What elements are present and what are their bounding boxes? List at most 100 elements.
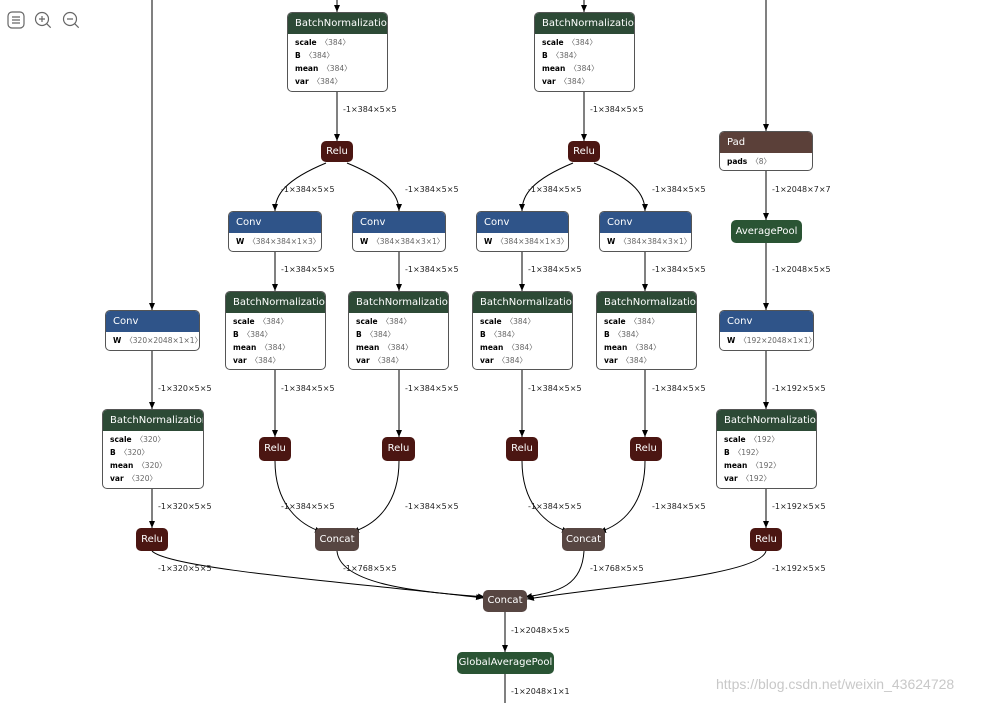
attribute-value: 〈384〉 xyxy=(373,356,403,365)
attribute-name: B xyxy=(356,330,362,339)
node-relu-4[interactable]: Relu xyxy=(630,437,662,461)
node-attribute: scale〈384〉 xyxy=(356,315,441,328)
node-attribute: scale〈384〉 xyxy=(480,315,565,328)
node-attributes: scale〈192〉B〈192〉mean〈192〉var〈192〉 xyxy=(717,431,816,488)
attribute-value: 〈384〉 xyxy=(551,51,582,60)
attribute-name: scale xyxy=(604,317,626,326)
attribute-value: 〈384〉 xyxy=(567,38,597,47)
attribute-name: W xyxy=(236,237,245,246)
attribute-value: 〈384〉 xyxy=(383,343,413,352)
node-concat-main[interactable]: Concat xyxy=(483,590,527,612)
node-concat-a[interactable]: Concat xyxy=(315,528,359,551)
edge-label: -1×2048×5×5 xyxy=(511,626,570,635)
node-attribute: W〈384×384×3×1〉 xyxy=(607,235,691,248)
edge-relu3-cat xyxy=(521,460,570,533)
edge-relul-main xyxy=(151,550,484,601)
node-title: BatchNormalization xyxy=(535,13,634,34)
edge-relub-conv4 xyxy=(593,162,648,212)
node-attribute: scale〈384〉 xyxy=(233,315,318,328)
node-attributes: W〈384×384×3×1〉 xyxy=(600,233,691,251)
node-attribute: var〈384〉 xyxy=(604,354,689,367)
attribute-name: scale xyxy=(110,435,132,444)
node-concat-b[interactable]: Concat xyxy=(562,528,605,551)
attribute-name: mean xyxy=(724,461,748,470)
node-pad[interactable]: Pad pads〈8〉 xyxy=(719,131,813,171)
node-globalaveragepool[interactable]: GlobalAveragePool xyxy=(457,652,554,674)
node-attribute: W〈384×384×1×3〉 xyxy=(484,235,568,248)
edge-label: -1×192×5×5 xyxy=(772,564,826,573)
edge-label: -1×384×5×5 xyxy=(528,502,582,511)
attribute-value: 〈384×384×1×3〉 xyxy=(496,237,569,246)
node-relu-2[interactable]: Relu xyxy=(382,437,415,461)
attribute-name: B xyxy=(724,448,730,457)
edge-label: -1×384×5×5 xyxy=(405,185,459,194)
attribute-value: 〈192〉 xyxy=(733,448,764,457)
node-relu-1[interactable]: Relu xyxy=(259,437,291,461)
node-attribute: mean〈384〉 xyxy=(480,341,565,354)
attribute-name: var xyxy=(110,474,124,483)
node-title: BatchNormalization xyxy=(103,410,203,431)
node-relu-a[interactable]: Relu xyxy=(321,141,353,162)
attribute-value: 〈320〉 xyxy=(135,435,165,444)
attribute-name: W xyxy=(607,237,616,246)
node-attribute: mean〈384〉 xyxy=(295,62,380,75)
edge-label: -1×384×5×5 xyxy=(405,265,459,274)
node-relu-right[interactable]: Relu xyxy=(750,528,782,551)
node-averagepool[interactable]: AveragePool xyxy=(731,220,802,243)
edge-catb-main xyxy=(524,550,585,599)
node-title: Pad xyxy=(720,132,812,153)
node-relu-left[interactable]: Relu xyxy=(136,528,168,551)
attribute-name: mean xyxy=(480,343,504,352)
node-attribute: scale〈384〉 xyxy=(295,36,380,49)
attribute-name: var xyxy=(233,356,247,365)
attribute-name: var xyxy=(724,474,738,483)
attribute-value: 〈384〉 xyxy=(322,64,352,73)
attribute-value: 〈320〉 xyxy=(137,461,167,470)
node-attributes: scale〈384〉B〈384〉mean〈384〉var〈384〉 xyxy=(349,313,448,369)
zoom-in-icon[interactable] xyxy=(34,11,52,29)
edge-label: -1×320×5×5 xyxy=(158,502,212,511)
attribute-name: B xyxy=(110,448,116,457)
node-title: BatchNormalization xyxy=(226,292,325,313)
node-attributes: W〈320×2048×1×1〉 xyxy=(106,332,199,350)
attribute-name: var xyxy=(295,77,309,86)
menu-icon[interactable] xyxy=(7,11,25,29)
attribute-value: 〈384×384×1×3〉 xyxy=(248,237,321,246)
attribute-name: scale xyxy=(724,435,746,444)
node-attribute: W〈384×384×1×3〉 xyxy=(236,235,320,248)
attribute-name: var xyxy=(542,77,556,86)
attribute-value: 〈320〉 xyxy=(119,448,150,457)
edge-label: -1×384×5×5 xyxy=(528,185,582,194)
node-relu-b[interactable]: Relu xyxy=(568,141,600,162)
attribute-value: 〈384〉 xyxy=(631,343,661,352)
attribute-value: 〈384〉 xyxy=(629,317,659,326)
node-attribute: var〈384〉 xyxy=(542,75,627,88)
attribute-name: mean xyxy=(356,343,380,352)
node-relu-3[interactable]: Relu xyxy=(506,437,538,461)
edge-label: -1×384×5×5 xyxy=(343,105,397,114)
attribute-value: 〈384〉 xyxy=(507,343,537,352)
node-attribute: mean〈384〉 xyxy=(356,341,441,354)
attribute-value: 〈384〉 xyxy=(365,330,396,339)
node-title: Conv xyxy=(600,212,691,233)
attribute-value: 〈384×384×3×1〉 xyxy=(619,237,692,246)
node-attribute: pads〈8〉 xyxy=(727,155,805,168)
attribute-name: scale xyxy=(356,317,378,326)
edge-label: -1×2048×1×1 xyxy=(511,687,570,696)
zoom-out-icon[interactable] xyxy=(62,11,80,29)
attribute-value: 〈384〉 xyxy=(569,64,599,73)
